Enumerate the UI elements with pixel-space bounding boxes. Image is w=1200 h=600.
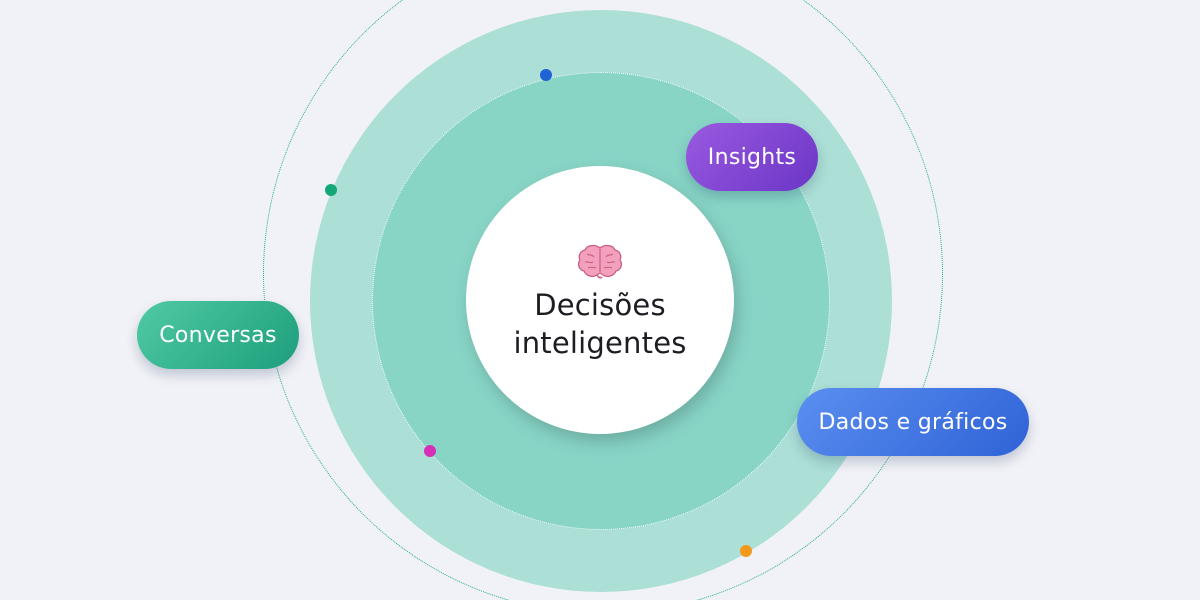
center-circle: Decisões inteligentes <box>466 166 734 434</box>
dot-green <box>325 184 337 196</box>
center-title-line2: inteligentes <box>513 326 687 360</box>
dados-e-graficos-pill: Dados e gráficos <box>797 388 1029 456</box>
brain-icon <box>577 244 623 279</box>
conversas-pill: Conversas <box>137 301 299 369</box>
dot-orange <box>740 545 752 557</box>
center-title: Decisões inteligentes <box>485 286 715 362</box>
dot-blue <box>540 69 552 81</box>
insights-pill: Insights <box>686 123 818 191</box>
center-title-line1: Decisões <box>534 288 666 322</box>
dot-magenta <box>424 445 436 457</box>
